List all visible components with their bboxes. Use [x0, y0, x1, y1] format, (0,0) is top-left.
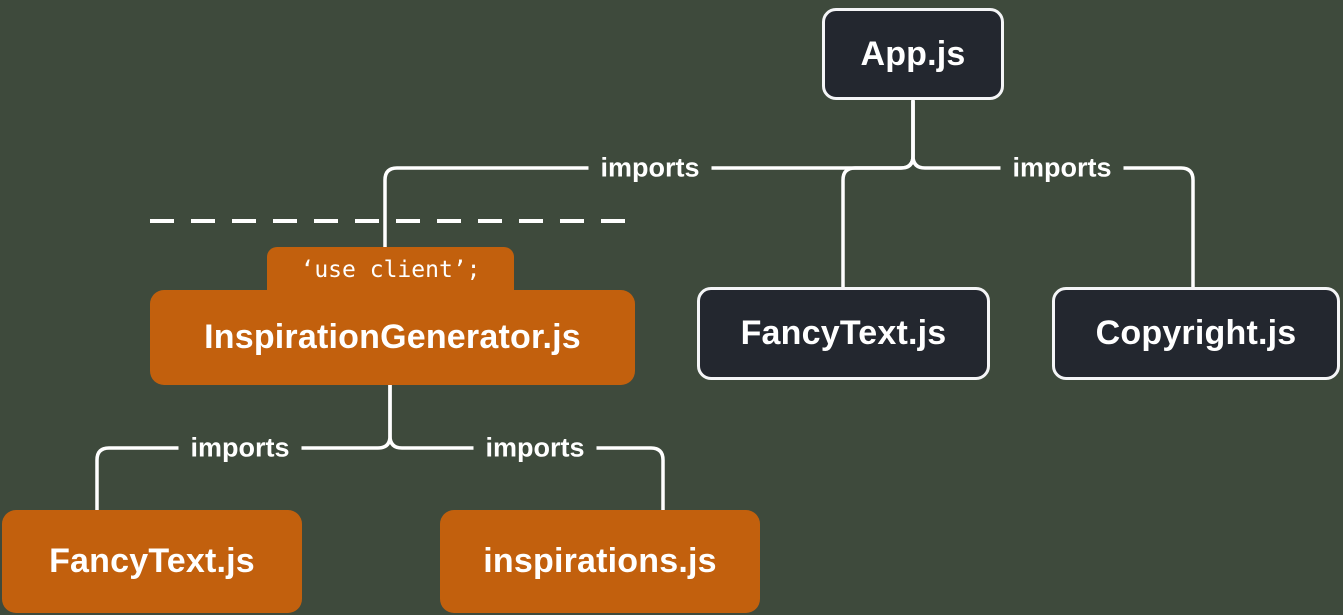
- edge-label-imports-ig-fancytext: imports: [178, 432, 302, 464]
- connector-app-to-copyright: [911, 99, 1195, 289]
- use-client-directive-tab: ‘use client’;: [267, 247, 514, 293]
- edge-label-imports-ig-inspirations: imports: [473, 432, 597, 464]
- node-fancytext-client-label: FancyText.js: [49, 542, 255, 580]
- node-app: App.js: [822, 8, 1004, 100]
- edge-label-imports-app-copyright: imports: [1000, 152, 1124, 184]
- node-fancytext-client: FancyText.js: [2, 510, 302, 613]
- node-inspirations: inspirations.js: [440, 510, 760, 613]
- node-inspiration-generator: InspirationGenerator.js: [150, 290, 635, 385]
- edge-label-imports-app-inspiration-generator: imports: [588, 152, 712, 184]
- use-client-directive-text: ‘use client’;: [300, 257, 481, 283]
- node-copyright: Copyright.js: [1052, 287, 1340, 380]
- node-inspiration-generator-label: InspirationGenerator.js: [204, 318, 581, 356]
- node-inspirations-label: inspirations.js: [483, 542, 717, 580]
- connector-app-to-fancytext-server: [841, 99, 915, 289]
- node-fancytext-server: FancyText.js: [697, 287, 990, 380]
- node-fancytext-server-label: FancyText.js: [740, 314, 947, 352]
- node-app-label: App.js: [860, 34, 966, 73]
- node-copyright-label: Copyright.js: [1095, 314, 1297, 352]
